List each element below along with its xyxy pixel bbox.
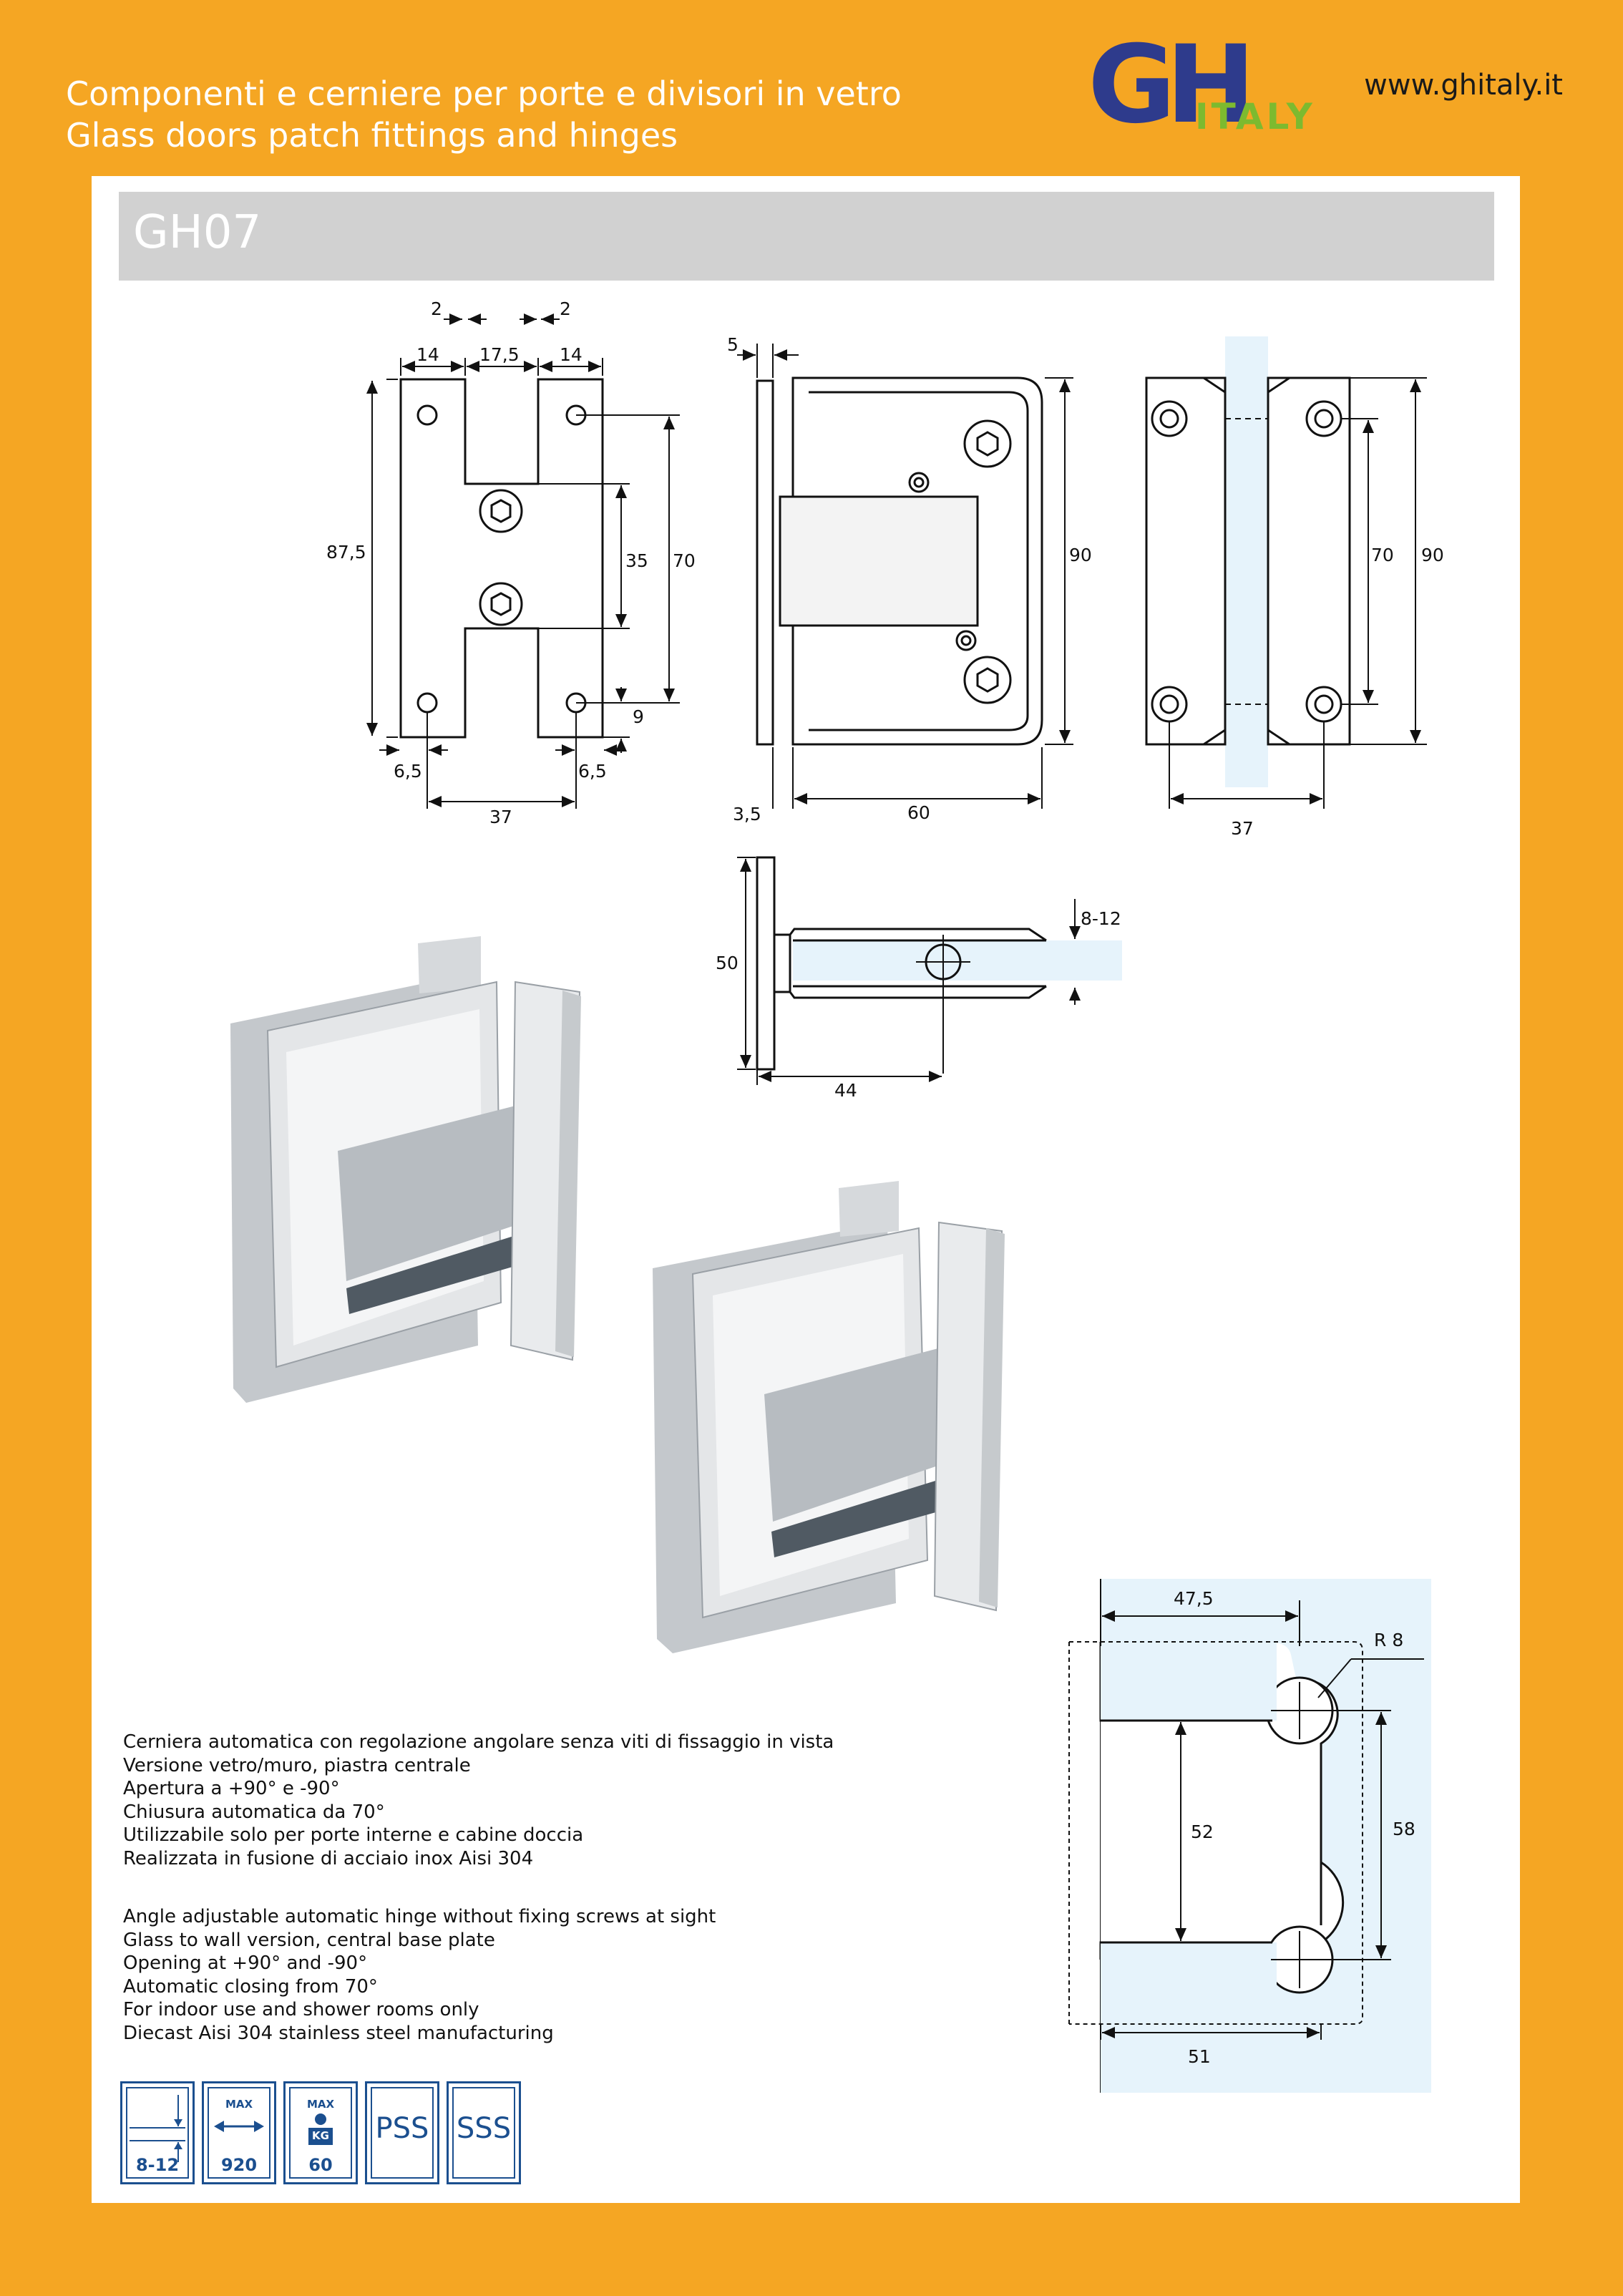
glass-thickness-icon: 8-12 xyxy=(120,2081,195,2184)
svg-text:3,5: 3,5 xyxy=(733,804,761,824)
svg-text:2: 2 xyxy=(560,298,571,319)
svg-text:9: 9 xyxy=(633,706,644,727)
svg-text:44: 44 xyxy=(834,1080,857,1101)
svg-text:37: 37 xyxy=(1231,818,1254,839)
side-view-drawing xyxy=(737,344,1073,809)
product-code: GH07 xyxy=(133,206,262,259)
max-width-icon: MAX 920 xyxy=(202,2081,276,2184)
svg-text:2: 2 xyxy=(431,298,442,319)
svg-text:87,5: 87,5 xyxy=(326,542,366,563)
top-view-dims: 50 8-12 44 xyxy=(716,908,1121,1101)
front-view-drawing xyxy=(366,313,680,809)
svg-text:70: 70 xyxy=(1371,545,1394,565)
logo-main-text: GH xyxy=(1088,37,1246,137)
svg-text:60: 60 xyxy=(907,802,930,823)
logo-sub-text: ITALY xyxy=(1195,96,1315,137)
svg-text:8-12: 8-12 xyxy=(1081,908,1121,929)
svg-text:58: 58 xyxy=(1393,1819,1415,1839)
front-view-dims: 2 2 14 17,5 14 87,5 35 70 9 6,5 6,5 37 xyxy=(326,298,696,827)
svg-text:5: 5 xyxy=(727,334,739,355)
desc-en-line: Glass to wall version, central base plat… xyxy=(123,1929,495,1951)
website-link[interactable]: www.ghitaly.it xyxy=(1364,69,1563,102)
desc-it-line: Utilizzabile solo per porte interne e ca… xyxy=(123,1824,584,1846)
desc-it-line: Versione vetro/muro, piastra centrale xyxy=(123,1754,471,1776)
sss-icon: SSS xyxy=(447,2081,521,2184)
svg-text:6,5: 6,5 xyxy=(394,761,422,782)
pss-icon: PSS xyxy=(365,2081,439,2184)
svg-text:52: 52 xyxy=(1191,1821,1214,1842)
end-view-dims: 70 90 37 xyxy=(1231,545,1444,839)
cutout-drawing xyxy=(1068,1579,1431,2093)
svg-text:14: 14 xyxy=(416,344,439,365)
top-view-drawing xyxy=(737,856,1122,1085)
description-english: Angle adjustable automatic hinge without… xyxy=(123,1905,716,2045)
desc-en-line: Diecast Aisi 304 stainless steel manufac… xyxy=(123,2022,554,2044)
end-view-drawing xyxy=(1145,336,1427,809)
hinge-render-2 xyxy=(653,1181,1005,1653)
svg-text:90: 90 xyxy=(1069,545,1092,565)
desc-en-line: For indoor use and shower rooms only xyxy=(123,1999,479,2020)
svg-text:47,5: 47,5 xyxy=(1174,1588,1214,1609)
svg-text:14: 14 xyxy=(560,344,583,365)
desc-it-line: Chiusura automatica da 70° xyxy=(123,1801,385,1823)
desc-it-line: Apertura a +90° e -90° xyxy=(123,1778,340,1799)
cutout-dims: 47,5 R 8 52 58 51 xyxy=(1174,1588,1415,2067)
header-title-en: Glass doors patch fittings and hinges xyxy=(66,116,678,155)
svg-text:70: 70 xyxy=(673,550,696,571)
svg-text:51: 51 xyxy=(1188,2046,1211,2067)
svg-text:35: 35 xyxy=(625,550,648,571)
desc-en-line: Opening at +90° and -90° xyxy=(123,1952,368,1974)
svg-text:50: 50 xyxy=(716,953,739,973)
desc-it-line: Cerniera automatica con regolazione ango… xyxy=(123,1731,834,1753)
svg-text:90: 90 xyxy=(1421,545,1444,565)
desc-it-line: Realizzata in fusione di acciaio inox Ai… xyxy=(123,1847,534,1869)
svg-text:37: 37 xyxy=(489,807,512,827)
description-italian: Cerniera automatica con regolazione ango… xyxy=(123,1731,834,1870)
svg-text:R 8: R 8 xyxy=(1374,1630,1403,1650)
svg-text:6,5: 6,5 xyxy=(578,761,607,782)
hinge-render-1 xyxy=(230,936,581,1403)
max-weight-icon: MAX KG 60 xyxy=(283,2081,358,2184)
desc-en-line: Angle adjustable automatic hinge without… xyxy=(123,1906,716,1927)
header-title-it: Componenti e cerniere per porte e diviso… xyxy=(66,74,902,113)
product-title-bar xyxy=(119,192,1494,281)
gh-italy-logo: GH ITALY xyxy=(1088,37,1315,137)
side-view-dims: 5 90 3,5 60 xyxy=(727,334,1092,824)
desc-en-line: Automatic closing from 70° xyxy=(123,1975,378,1998)
svg-text:17,5: 17,5 xyxy=(479,344,520,365)
